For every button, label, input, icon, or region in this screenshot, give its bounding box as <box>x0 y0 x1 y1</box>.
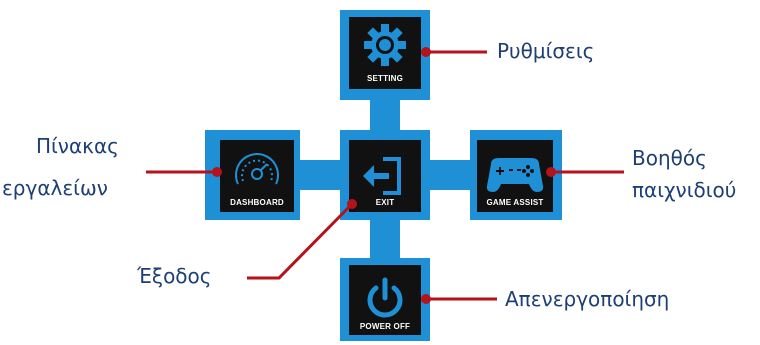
power-off-callout: Απενεργοποίηση <box>505 287 670 311</box>
exit-caption: EXIT <box>375 198 395 207</box>
gear-icon <box>364 24 406 66</box>
dashboard-tile[interactable] <box>220 140 294 212</box>
gamepad-icon <box>486 158 544 192</box>
dashboard-callout-line2: εργαλείων <box>2 176 108 200</box>
leader-lines <box>146 50 624 301</box>
setting-callout: Ρυθμίσεις <box>497 39 595 63</box>
setting-caption: SETTING <box>366 74 404 83</box>
dashboard-callout-line1: Πίνακας <box>36 134 119 158</box>
leader-dots <box>212 47 556 304</box>
game-assist-callout-line2: παιχνιδιού <box>632 178 737 202</box>
power-off-caption: POWER OFF <box>359 322 411 331</box>
dashboard-caption: DASHBOARD <box>230 198 284 207</box>
exit-leader <box>247 202 354 280</box>
speedometer-icon <box>235 153 279 185</box>
exit-arrow-icon <box>363 157 401 195</box>
game-assist-caption: GAME ASSIST <box>486 198 544 207</box>
game-assist-callout-line1: Βοηθός <box>632 146 707 170</box>
exit-callout: Έξοδος <box>137 264 212 288</box>
power-icon <box>367 277 403 318</box>
